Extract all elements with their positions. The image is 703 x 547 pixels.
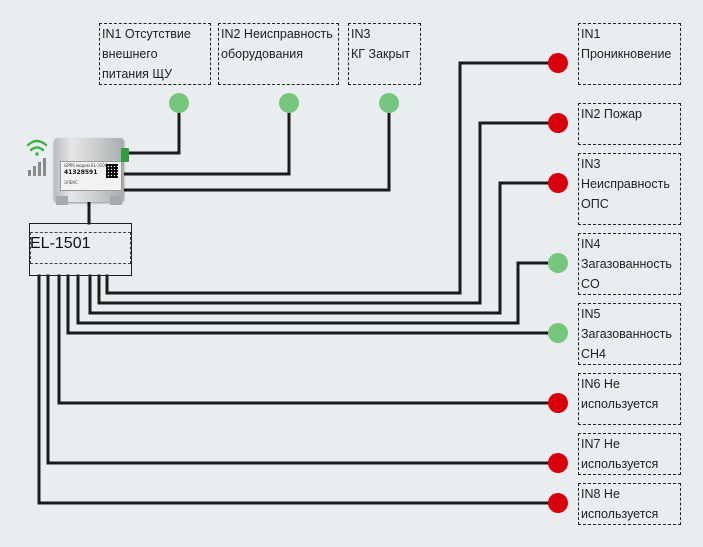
status-led-top-in2 [279,93,299,113]
status-led-right-in6 [548,393,568,413]
modem-mount-left [56,196,68,205]
modem-label-plate: GPRS модем EL-3100 41328591 ЭЛЕКС [60,161,122,191]
status-led-right-in4 [548,253,568,273]
top-input-box-in2: IN2 Неисправность оборудования [218,23,339,85]
right-input-box-in1: IN1 Проникновение [578,23,681,85]
controller-el1501: EL-1501 [29,223,132,276]
terminal-block [121,148,129,162]
controller-label-frame [30,232,131,264]
wifi-icon [26,139,48,156]
wire-right-in5 [66,274,560,335]
modem-mount-right [110,196,122,205]
signal-bars-icon [28,158,46,176]
right-input-box-in2: IN2 Пожар [578,103,681,145]
wire-right-in3 [88,181,560,315]
right-input-box-in7: IN7 Не используется [578,433,681,475]
status-led-right-in2 [548,113,568,133]
modem-serial-text: 41328591 [64,169,98,176]
status-led-top-in1 [169,93,189,113]
status-led-right-in5 [548,323,568,343]
wire-top-in2 [120,101,291,176]
modem-brand-text: ЭЛЕКС [64,180,78,185]
wire-top-in1 [127,101,181,155]
right-input-box-in4: IN4 Загазованность CO [578,233,681,295]
modem-model-text: GPRS модем EL-3100 [64,163,108,168]
wire-right-in6 [57,274,560,405]
right-input-box-in3: IN3 Неисправность ОПС [578,153,681,225]
top-input-box-in3: IN3 КГ Закрыт [348,23,421,85]
right-input-box-in8: IN8 Не используется [578,483,681,525]
top-input-box-in1: IN1 Отсутствие внешнего питания ЩУ [99,23,211,85]
wire-top-in3 [120,101,391,192]
qr-code-icon [106,164,118,178]
wire-right-in2 [97,121,560,305]
right-input-box-in6: IN6 Не используется [578,373,681,425]
controller-label: EL-1501 [30,235,91,252]
right-input-box-in5: IN5 Загазованность CH4 [578,303,681,365]
wire-right-in7 [46,274,560,465]
status-led-top-in3 [379,93,399,113]
wire-right-in4 [76,261,560,325]
wire-right-in1 [105,61,560,295]
status-led-right-in7 [548,453,568,473]
wire-right-in8 [37,274,560,505]
gprs-modem: GPRS модем EL-3100 41328591 ЭЛЕКС [54,138,129,205]
status-led-right-in1 [548,53,568,73]
status-led-right-in3 [548,173,568,193]
status-led-right-in8 [548,493,568,513]
